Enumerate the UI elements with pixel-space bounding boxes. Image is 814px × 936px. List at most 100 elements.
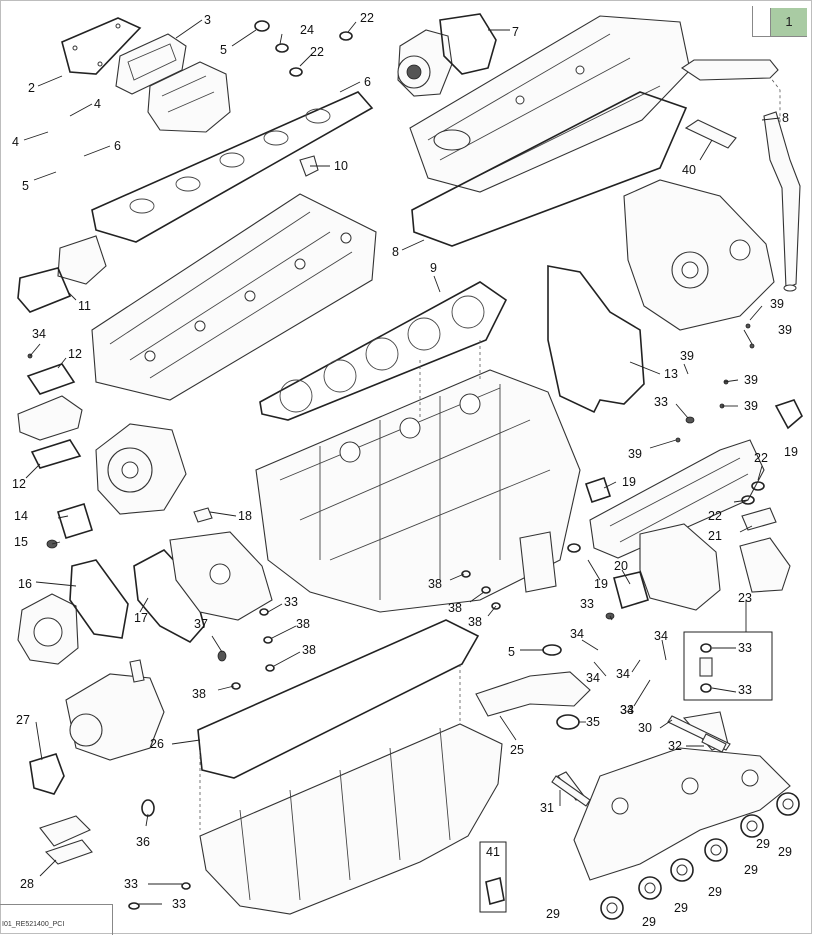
callout-33e: 33	[738, 683, 752, 697]
valve-cover-part	[409, 15, 691, 247]
callout-11: 11	[78, 299, 91, 313]
callout-34: 34	[32, 327, 46, 341]
callout-37: 37	[194, 617, 208, 631]
callout-39b: 39	[778, 323, 792, 337]
callout-38e: 38	[302, 643, 316, 657]
callout-38f: 38	[192, 687, 206, 701]
callout-6b: 6	[114, 139, 121, 153]
seal-rings-top	[254, 20, 353, 77]
callout-22b: 22	[360, 11, 374, 25]
callout-29e: 29	[642, 915, 656, 929]
callout-4: 4	[94, 97, 101, 111]
callout-34d: 34	[586, 671, 600, 685]
callout-16: 16	[18, 577, 32, 591]
callout-39e: 39	[744, 399, 758, 413]
callout-19c: 19	[594, 577, 608, 591]
callout-41: 41	[486, 845, 500, 859]
callout-29g: 29	[756, 837, 770, 851]
callout-26: 26	[150, 737, 164, 751]
footer-box	[0, 904, 113, 935]
lower-manifold-part	[557, 711, 791, 881]
head-gasket-9	[259, 281, 508, 421]
callout-38c: 38	[468, 615, 482, 629]
callout-32: 32	[668, 739, 682, 753]
water-pump-part	[397, 13, 497, 97]
callout-29c: 29	[708, 885, 722, 899]
turbo-gaskets	[46, 503, 213, 549]
callout-34e: 34	[616, 667, 630, 681]
callout-33: 33	[654, 395, 668, 409]
bolts-parts	[551, 715, 731, 807]
exhaust-gasket-6	[91, 91, 374, 243]
cover-gasket-part	[61, 17, 142, 75]
callout-19b: 19	[622, 475, 636, 489]
timing-cover-gasket	[547, 265, 645, 414]
callout-2: 2	[28, 81, 35, 95]
callout-6: 6	[364, 75, 371, 89]
leader-lines	[23, 19, 781, 905]
exhaust-manifold-part	[584, 399, 803, 559]
oil-cooler-parts	[17, 363, 83, 469]
callout-10: 10	[334, 159, 348, 173]
callout-8b: 8	[392, 245, 399, 259]
callout-4b: 4	[12, 135, 19, 149]
callout-36: 36	[136, 835, 150, 849]
callout-22d: 22	[708, 509, 722, 523]
thermostat-housing-part	[17, 235, 107, 313]
callout-31: 31	[540, 801, 554, 815]
front-cover-part	[623, 179, 775, 331]
callout-33c: 33	[284, 595, 298, 609]
callout-35: 35	[586, 715, 600, 729]
callout-24: 24	[300, 23, 314, 37]
callout-40: 40	[682, 163, 696, 177]
callout-29d: 29	[674, 901, 688, 915]
callout-5c: 5	[508, 645, 515, 659]
callout-15: 15	[14, 535, 28, 549]
callout-34f: 33	[620, 703, 634, 717]
cover-plate-part	[115, 33, 231, 133]
callout-29f: 29	[546, 907, 560, 921]
callout-14: 14	[14, 509, 28, 523]
oil-pan-part	[199, 664, 503, 915]
callout-22: 22	[310, 45, 324, 59]
callout-13: 13	[664, 367, 678, 381]
callout-22c: 22	[754, 451, 768, 465]
callout-8: 8	[782, 111, 789, 125]
oil-pan-gasket-26	[197, 619, 480, 779]
starter-part	[29, 659, 165, 795]
callout-12b: 12	[12, 477, 26, 491]
egr-pipe-part	[475, 531, 591, 717]
callout-21: 21	[708, 529, 722, 543]
callout-38: 38	[428, 577, 442, 591]
footer-code: I01_RE521400_PCI	[2, 921, 65, 928]
egr-parts	[613, 481, 791, 701]
callout-12: 12	[68, 347, 82, 361]
callout-20: 20	[614, 559, 628, 573]
callout-38b: 38	[448, 601, 462, 615]
page-reference-badge: 1	[770, 8, 807, 37]
callout-17: 17	[134, 611, 148, 625]
housing-gasket-17	[133, 549, 205, 644]
callout-33b: 33	[738, 641, 752, 655]
callout-34g: 34	[620, 703, 634, 717]
rear-seal-housing	[17, 559, 129, 665]
callout-38d: 38	[296, 617, 310, 631]
callout-34b: 34	[570, 627, 584, 641]
callout-labels: 2 3 5 24 22 22 7 4 4 6 5 6 10 8 40 8 11 …	[12, 11, 798, 929]
callout-39f: 39	[628, 447, 642, 461]
engine-block-part	[255, 340, 581, 613]
callout-33g: 33	[172, 897, 186, 911]
callout-7: 7	[512, 25, 519, 39]
callout-19: 19	[784, 445, 798, 459]
callout-39: 39	[770, 297, 784, 311]
reference-tab	[752, 6, 771, 37]
callout-29: 29	[778, 845, 792, 859]
manifold-gaskets-29	[600, 792, 800, 920]
callout-30: 30	[638, 721, 652, 735]
breather-tube-part	[681, 59, 801, 292]
callout-25: 25	[510, 743, 524, 757]
callout-33f: 33	[124, 877, 138, 891]
callout-33d: 33	[580, 597, 594, 611]
callout-18: 18	[238, 509, 252, 523]
